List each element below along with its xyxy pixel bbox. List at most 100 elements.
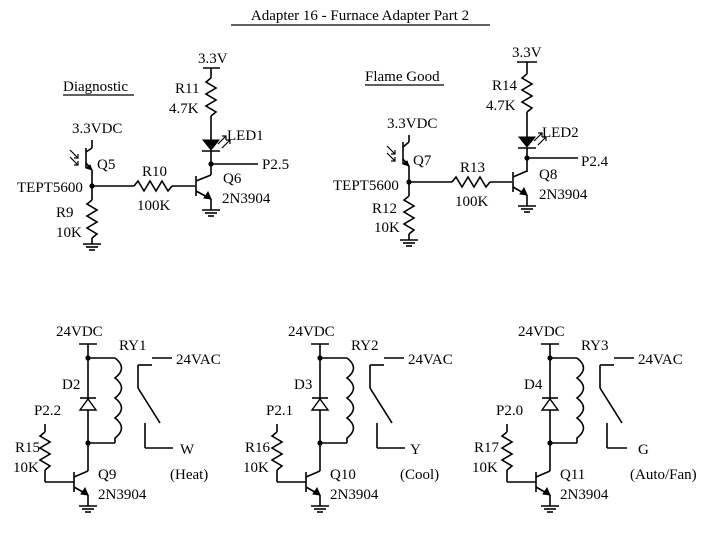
relay-vac-label: 24VAC [638, 352, 683, 368]
transistor-name: Q11 [560, 467, 585, 483]
diagnostic-sensor-vcc-label: 3.3VDC [72, 121, 122, 137]
relay-vdc-label: 24VDC [56, 324, 103, 340]
r11-resistor [204, 77, 218, 117]
r10-resistor [133, 179, 173, 193]
diode-name: D4 [524, 377, 543, 393]
relay-function-label: (Auto/Fan) [630, 467, 697, 483]
q6-name: Q6 [223, 171, 242, 187]
transistor-part: 2N3904 [98, 487, 147, 503]
base-resistor [270, 431, 284, 471]
relay-coil [345, 357, 355, 443]
diagnostic-vcc-label: 3.3V [198, 51, 228, 67]
diode-name: D3 [294, 377, 312, 393]
relay-output-label: G [638, 442, 649, 458]
q7-ground [400, 239, 418, 247]
q5-part: TEPT5600 [17, 180, 83, 196]
q5-phototransistor [69, 147, 93, 171]
diode-name: D2 [62, 377, 80, 393]
q6-transistor [195, 174, 212, 200]
relay-vac-label: 24VAC [176, 352, 221, 368]
led1-diode [201, 135, 231, 152]
relay-function-label: (Cool) [400, 467, 439, 483]
resistor-name: R17 [474, 440, 500, 456]
r13-resistor [451, 175, 491, 189]
relay-vdc-label: 24VDC [288, 324, 335, 340]
r14-resistor [520, 73, 534, 113]
schematic-title: Adapter 16 - Furnace Adapter Part 2 [251, 8, 469, 24]
q8-part: 2N3904 [539, 187, 588, 203]
flyback-diode [78, 397, 98, 411]
r14-value: 4.7K [486, 98, 516, 114]
port-label: P2.0 [496, 403, 523, 419]
r13-name: R13 [460, 160, 485, 176]
transistor-name: Q9 [98, 467, 116, 483]
resistor-value: 10K [243, 460, 269, 476]
driver-transistor [73, 470, 89, 496]
r12-value: 10K [374, 220, 400, 236]
relay-driver-cool: 24VDC D3 RY2 24VAC Y (Cool) P2.1 R16 10K [243, 324, 453, 513]
q8-name: Q8 [539, 167, 557, 183]
r11-value: 4.7K [169, 101, 199, 117]
q7-part: TEPT5600 [333, 178, 399, 194]
resistor-name: R15 [15, 440, 40, 456]
flyback-diode [540, 397, 560, 411]
driver-transistor [305, 470, 321, 496]
q7-phototransistor [386, 141, 410, 167]
base-resistor [38, 431, 52, 471]
r9-value: 10K [56, 225, 82, 241]
relay-name: RY2 [351, 338, 379, 354]
diagnostic-port-label: P2.5 [262, 157, 289, 173]
flame-good-port-label: P2.4 [581, 154, 609, 170]
resistor-name: R16 [245, 440, 271, 456]
r9-resistor [85, 199, 99, 239]
flame-good-section-label: Flame Good [365, 69, 440, 85]
relay-coil [575, 357, 585, 443]
diagnostic-section-label: Diagnostic [63, 79, 128, 95]
q5-ground [83, 243, 101, 251]
r12-name: R12 [372, 201, 397, 217]
r10-value: 100K [137, 198, 171, 214]
relay-vac-label: 24VAC [408, 352, 453, 368]
q5-name: Q5 [97, 157, 115, 173]
q6-ground [202, 209, 220, 217]
diagnostic-circuit: Diagnostic 3.3V R11 4.7K LED1 P2.5 3.3VD… [17, 51, 289, 251]
relay-coil [113, 357, 123, 443]
r14-name: R14 [492, 78, 518, 94]
base-resistor [500, 431, 514, 471]
r9-name: R9 [56, 205, 74, 221]
ground-icon [311, 505, 329, 513]
relay-driver-heat: 24VDC D2 RY1 24VAC W (Heat) P2.2 R15 10K [13, 324, 221, 513]
r11-name: R11 [175, 81, 199, 97]
q8-ground [518, 205, 536, 213]
transistor-part: 2N3904 [330, 487, 379, 503]
r12-resistor [402, 195, 416, 235]
relay-function-label: (Heat) [170, 467, 208, 483]
flyback-diode [310, 397, 330, 411]
relay-vdc-label: 24VDC [518, 324, 565, 340]
r10-name: R10 [142, 164, 167, 180]
relay-output-label: Y [410, 442, 421, 458]
flame-good-sensor-vcc-label: 3.3VDC [387, 116, 437, 132]
ground-icon [79, 505, 97, 513]
resistor-value: 10K [13, 460, 39, 476]
transistor-name: Q10 [330, 467, 356, 483]
q8-transistor [512, 170, 528, 196]
transistor-part: 2N3904 [560, 487, 609, 503]
relay-name: RY1 [119, 338, 147, 354]
flame-good-vcc-label: 3.3V [512, 45, 542, 61]
relay-name: RY3 [581, 338, 609, 354]
port-label: P2.2 [34, 403, 61, 419]
relay-output-label: W [180, 442, 195, 458]
r13-value: 100K [455, 194, 489, 210]
led2-diode [517, 132, 547, 149]
q7-name: Q7 [413, 153, 432, 169]
port-label: P2.1 [266, 403, 293, 419]
relay-driver-auto-fan: 24VDC D4 RY3 24VAC G (Auto/Fan) P2.0 R17… [472, 324, 697, 513]
flame-good-circuit: Flame Good 3.3V R14 4.7K LED2 P2.4 3.3VD… [333, 45, 609, 247]
led2-name: LED2 [542, 125, 579, 141]
driver-transistor [535, 470, 551, 496]
resistor-value: 10K [472, 460, 498, 476]
q6-part: 2N3904 [222, 191, 271, 207]
led1-name: LED1 [227, 128, 264, 144]
